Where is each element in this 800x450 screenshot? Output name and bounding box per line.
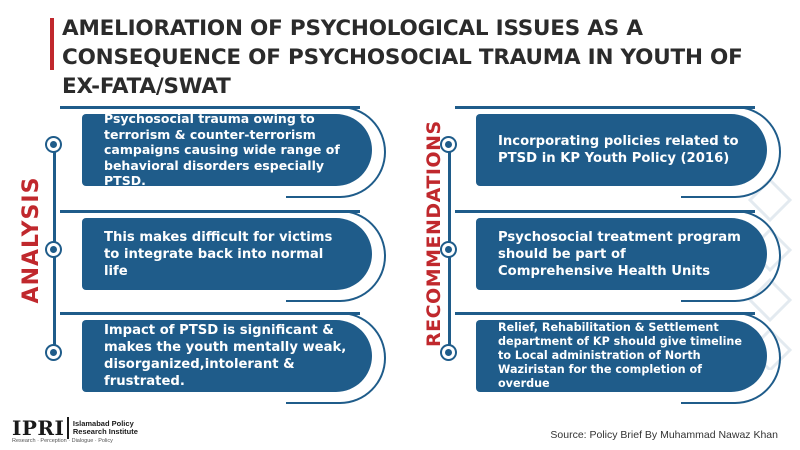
logo-name-line-2: Research Institute (72, 427, 138, 436)
analysis-card-3: Impact of PTSD is significant & makes th… (82, 320, 372, 392)
analysis-card-2: This makes difficult for victims to inte… (82, 218, 372, 290)
recommendations-dot-3 (442, 346, 455, 359)
analysis-dot-2 (47, 243, 60, 256)
recommendations-dot-2 (442, 243, 455, 256)
analysis-arc-2 (286, 210, 386, 302)
analysis-card-3-text: Impact of PTSD is significant & makes th… (104, 323, 347, 389)
title-accent-bar (50, 18, 54, 70)
recommendations-arc-1 (681, 106, 781, 198)
analysis-arc-3 (286, 312, 386, 404)
logo-separator (67, 417, 69, 439)
recommendations-card-1: Incorporating policies related to PTSD i… (476, 114, 767, 186)
recommendations-top-line (455, 106, 755, 109)
logo-tagline: Research · Perception · Dialogue · Polic… (12, 438, 113, 444)
recommendations-dot-1 (442, 138, 455, 151)
analysis-bottom-line (60, 312, 360, 315)
analysis-dot-3 (47, 346, 60, 359)
analysis-dot-1 (47, 138, 60, 151)
analysis-card-1: Psychosocial trauma owing to terrorism &… (82, 111, 372, 189)
recommendations-label: RECOMMENDATIONS (423, 120, 445, 347)
logo-mark: IPRI (12, 416, 65, 440)
analysis-top-line (60, 106, 360, 109)
recommendations-card-1-text: Incorporating policies related to PTSD i… (498, 134, 739, 166)
ipri-logo: IPRI Islamabad Policy Research Institute (12, 416, 138, 440)
recommendations-arc-3 (681, 312, 781, 404)
analysis-card-1-text: Psychosocial trauma owing to terrorism &… (104, 111, 340, 189)
recommendations-mid-line (455, 210, 755, 213)
logo-name-line-1: Islamabad Policy (72, 418, 134, 428)
page-title: AMELIORATION OF PSYCHOLOGICAL ISSUES AS … (62, 16, 743, 99)
logo-name: Islamabad Policy Research Institute (72, 418, 138, 437)
recommendations-card-2: Psychosocial treatment program should be… (476, 218, 767, 290)
recommendations-bottom-line (455, 312, 755, 315)
recommendations-arc-2 (681, 210, 781, 302)
analysis-label: ANALYSIS (19, 176, 44, 304)
recommendations-card-3-text: Relief, Rehabilitation & Settlement depa… (498, 321, 742, 390)
recommendations-card-3: Relief, Rehabilitation & Settlement depa… (476, 320, 767, 392)
analysis-card-2-text: This makes difficult for victims to inte… (104, 229, 333, 279)
analysis-arc-1 (286, 106, 386, 198)
analysis-mid-line (60, 210, 360, 213)
source-credit: Source: Policy Brief By Muhammad Nawaz K… (550, 429, 778, 441)
recommendations-card-2-text: Psychosocial treatment program should be… (498, 229, 741, 279)
